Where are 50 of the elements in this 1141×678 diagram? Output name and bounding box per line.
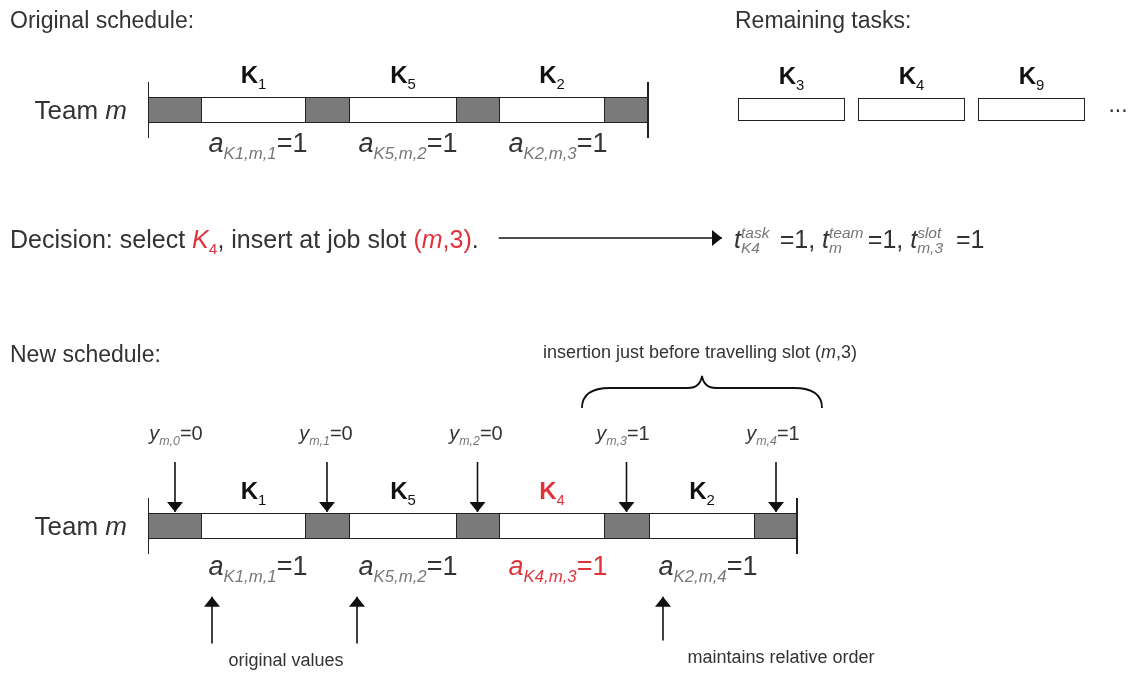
travel-slot bbox=[456, 98, 499, 122]
assignment-formula: a$_{K5,m,2}$=1 bbox=[358, 128, 458, 164]
task-label: K$_{5}$ bbox=[390, 61, 416, 92]
travel-slot bbox=[754, 514, 798, 538]
assignment-formula: a$_{K5,m,2}$=1 bbox=[358, 551, 458, 587]
brace-label: insertion just before travelling slot (m,3) bbox=[542, 341, 858, 363]
travel-formula: y$_{m,4}$=1 bbox=[746, 422, 800, 448]
ellipsis: ... bbox=[1108, 90, 1128, 118]
arrow bbox=[204, 595, 220, 645]
section-heading: Remaining tasks: bbox=[735, 6, 912, 34]
arrow bbox=[167, 461, 183, 513]
team-label: Team m bbox=[34, 94, 127, 126]
assignment-formula: a$_{K1,m,1}$=1 bbox=[208, 551, 308, 587]
task-label: K$_{2}$ bbox=[689, 477, 715, 508]
section-heading: New schedule: bbox=[10, 340, 161, 368]
task-label: K$_{9}$ bbox=[1018, 62, 1045, 93]
task-label: K$_{3}$ bbox=[778, 62, 805, 93]
travel-slot bbox=[149, 98, 201, 122]
decision-text: Decision: select K$_{4}$, insert at job slot (m,3). bbox=[10, 224, 479, 258]
travel-formula: y$_{m,3}$=1 bbox=[596, 422, 650, 448]
assignment-formula: a$_{K4,m,3}$=1 bbox=[508, 551, 608, 587]
task-label: K$_{2}$ bbox=[539, 61, 565, 92]
arrow bbox=[768, 461, 784, 513]
travel-slot bbox=[604, 98, 649, 122]
team-label: Team m bbox=[34, 510, 127, 542]
arrow bbox=[655, 595, 671, 642]
travel-slot bbox=[305, 98, 349, 122]
task-label: K$_{5}$ bbox=[390, 477, 416, 508]
arrow bbox=[349, 595, 365, 645]
assignment-formula: a$_{K2,m,3}$=1 bbox=[508, 128, 608, 164]
arrow bbox=[319, 461, 335, 513]
assignment-formula: a$_{K2,m,4}$=1 bbox=[658, 551, 758, 587]
task-label: K$_{1}$ bbox=[240, 477, 267, 508]
arrow bbox=[469, 461, 486, 513]
assignment-formula: a$_{K1,m,1}$=1 bbox=[208, 128, 308, 164]
annotation-text: maintains relative order bbox=[687, 646, 875, 668]
travel-slot bbox=[305, 514, 349, 538]
arrow bbox=[497, 230, 723, 246]
task-label: K$_{4}$ bbox=[898, 62, 925, 93]
travel-slot bbox=[456, 514, 499, 538]
task-label: K$_{1}$ bbox=[240, 61, 267, 92]
travel-formula: y$_{m,1}$=0 bbox=[299, 422, 353, 448]
arrow bbox=[618, 461, 635, 513]
section-heading: Original schedule: bbox=[10, 6, 195, 34]
travel-formula: y$_{m,0}$=0 bbox=[149, 422, 203, 448]
travel-slot bbox=[604, 514, 649, 538]
task-label: K$_{4}$ bbox=[539, 477, 565, 508]
travel-formula: y$_{m,2}$=0 bbox=[449, 422, 503, 448]
travel-slot bbox=[149, 514, 201, 538]
annotation-text: original values bbox=[228, 649, 344, 671]
